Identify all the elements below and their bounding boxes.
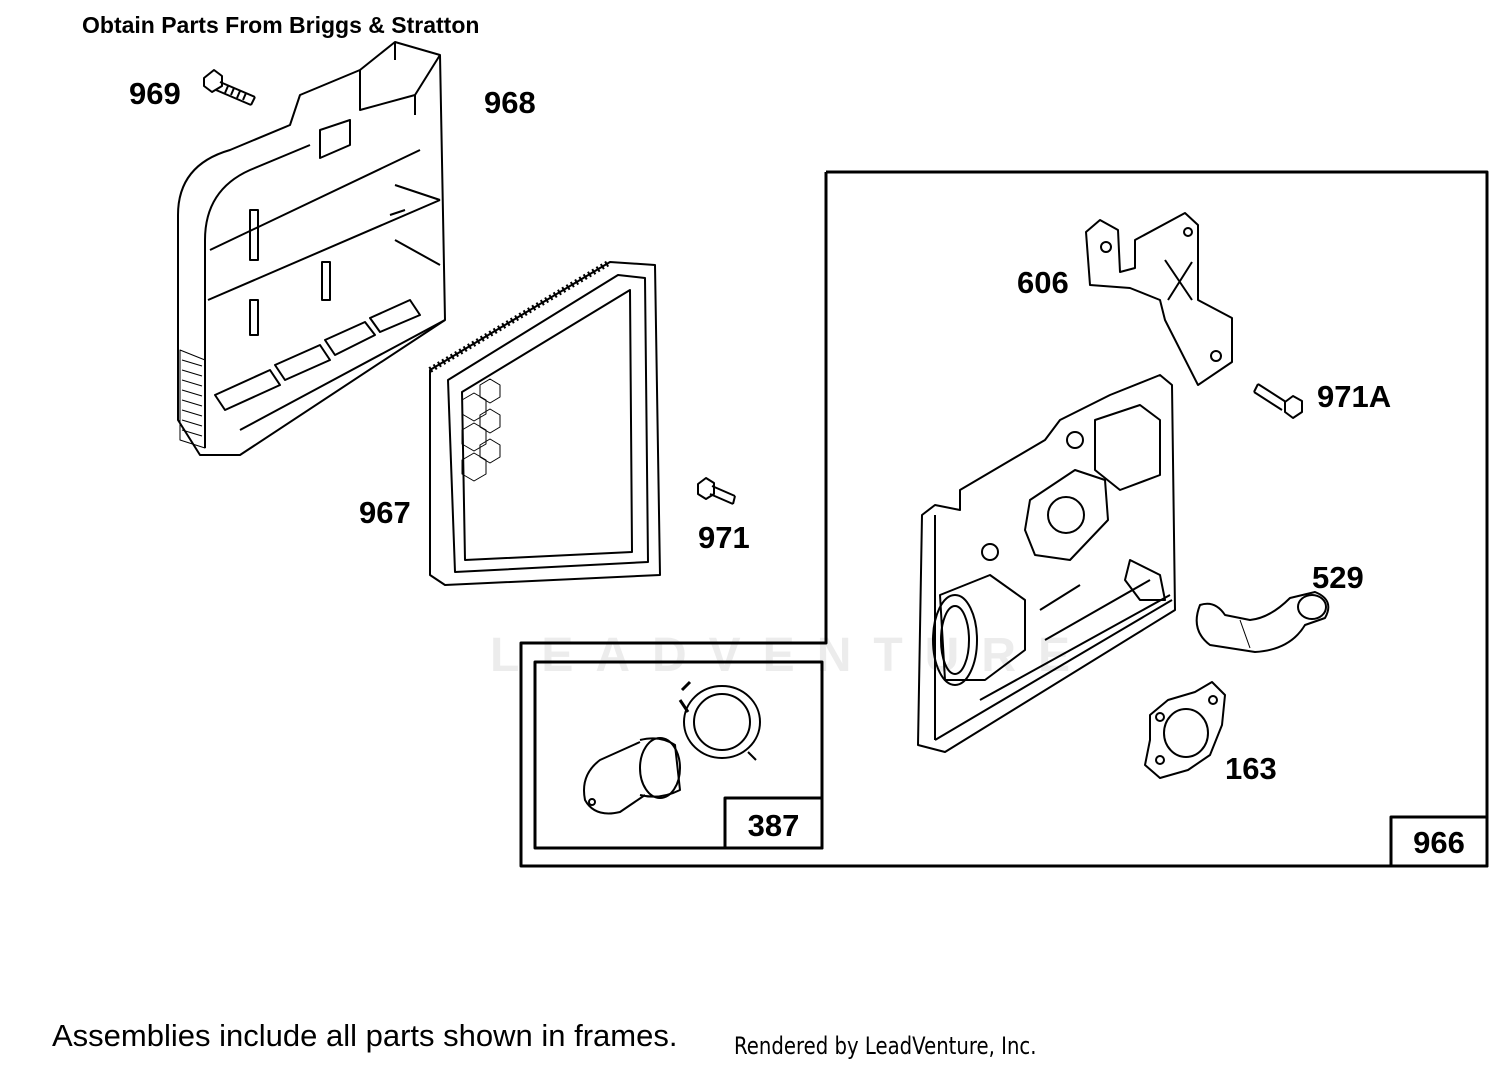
callout-971: 971 — [698, 520, 750, 555]
frame-387-label-box — [723, 796, 824, 850]
callout-968: 968 — [484, 85, 536, 120]
gasket-163-icon — [1144, 681, 1226, 779]
diagram-title: Obtain Parts From Briggs & Stratton — [82, 12, 480, 38]
frame-966-outline — [519, 170, 1489, 868]
callout-969: 969 — [129, 76, 181, 111]
assemblies-note: Assemblies include all parts shown in fr… — [52, 1018, 678, 1053]
sleeve-387-icon — [583, 737, 681, 815]
filter-967-icon — [428, 259, 661, 586]
cover-968-icon — [177, 41, 446, 456]
callout-529: 529 — [1312, 560, 1364, 595]
bracket-606-icon — [1085, 212, 1233, 386]
frame-387-outline — [533, 660, 824, 850]
base-966-icon — [917, 374, 1176, 753]
callout-606: 606 — [1017, 265, 1069, 300]
screw-971a-icon — [1253, 383, 1303, 419]
frame-label-387: 387 — [747, 808, 800, 843]
screw-971-icon — [697, 477, 736, 505]
screw-969-icon — [203, 69, 256, 106]
frame-label-966: 966 — [1413, 825, 1465, 860]
watermark-text: LEADVENTURE — [490, 629, 1093, 682]
callout-163: 163 — [1225, 751, 1277, 786]
render-credit: Rendered by LeadVenture, Inc. — [734, 1032, 1037, 1060]
callout-971a: 971A — [1317, 379, 1392, 414]
frame-966-label-box — [1389, 815, 1489, 868]
callout-967: 967 — [359, 495, 411, 530]
elbow-529-icon — [1195, 591, 1330, 653]
collar-387-icon — [678, 680, 761, 761]
